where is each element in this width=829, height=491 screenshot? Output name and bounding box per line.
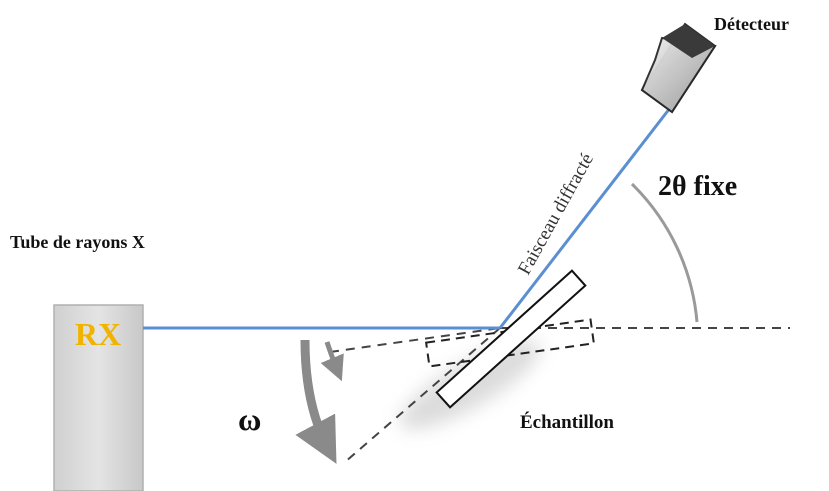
omega-arrow-large bbox=[295, 339, 337, 464]
diffracted-beam bbox=[498, 107, 672, 329]
detector-label: Détecteur bbox=[714, 14, 789, 34]
two-theta-label: 2θ fixe bbox=[658, 171, 737, 202]
xray-tube: RX bbox=[53, 304, 144, 491]
detector-top bbox=[662, 24, 715, 58]
omega-reference-line bbox=[344, 327, 501, 463]
two-theta-arc bbox=[630, 182, 699, 323]
tube-label: Tube de rayons X bbox=[10, 232, 145, 252]
diffracted-beam-label: Faisceau diffracté bbox=[514, 150, 598, 278]
sample bbox=[435, 269, 587, 409]
detector bbox=[640, 22, 717, 114]
tilted-reference-line bbox=[329, 327, 501, 353]
omega-label: ω bbox=[238, 401, 261, 437]
sample-label: Échantillon bbox=[520, 411, 614, 433]
source-label: RX bbox=[75, 316, 121, 352]
omega-arrow-small bbox=[320, 341, 344, 382]
